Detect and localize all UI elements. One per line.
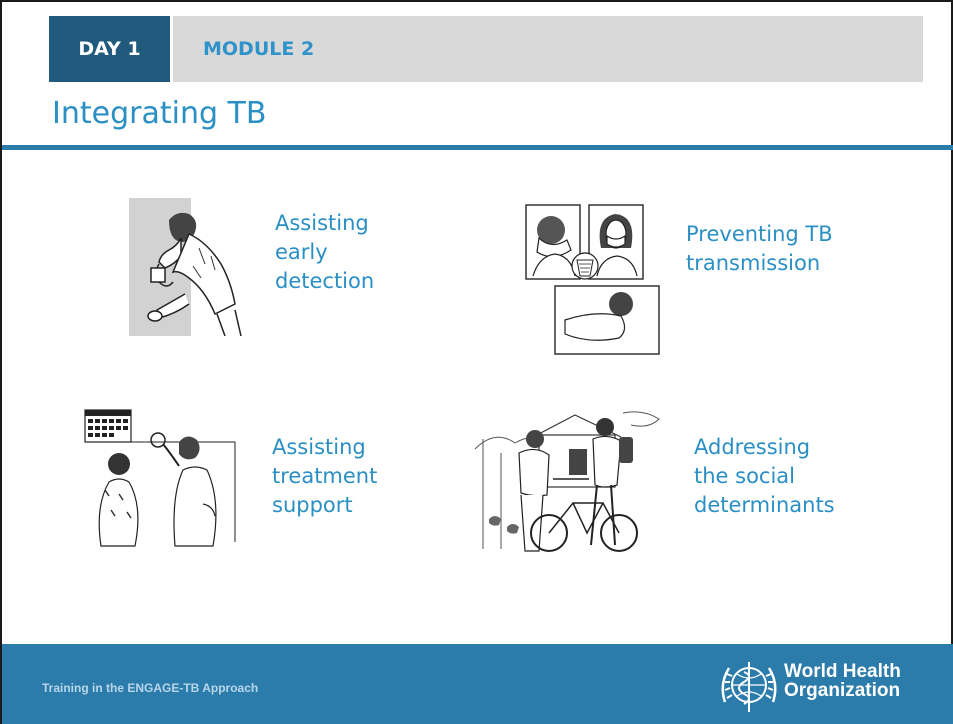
item-label-line: the social [694, 464, 796, 488]
title-divider [2, 145, 953, 150]
item-social-determinants-label: Addressing the social determinants [694, 433, 835, 520]
item-label-line: transmission [686, 251, 821, 275]
item-label-line: Assisting [275, 211, 369, 235]
community-scene-illustration [474, 411, 660, 552]
item-label-line: support [272, 493, 353, 517]
who-wordmark: World Health Organization [784, 662, 901, 700]
who-emblem-icon [721, 662, 777, 712]
item-treatment-support-label: Assisting treatment support [272, 433, 377, 520]
item-label-line: detection [275, 269, 375, 293]
item-label-line: early [275, 240, 328, 264]
coughing-person-illustration [129, 198, 247, 336]
item-label-line: Preventing TB [686, 222, 833, 246]
item-early-detection-label: Assisting early detection [275, 209, 374, 296]
who-wordmark-line: Organization [784, 680, 901, 701]
footer-course-title: Training in the ENGAGE-TB Approach [42, 681, 259, 695]
item-label-line: treatment [272, 464, 378, 488]
module-tab-bar [173, 16, 923, 82]
slide-title: Integrating TB [52, 96, 267, 131]
item-label-line: Assisting [272, 435, 366, 459]
item-label-line: determinants [694, 493, 835, 517]
item-label-line: Addressing [694, 435, 811, 459]
item-prevent-transmission-label: Preventing TB transmission [686, 220, 833, 278]
cough-etiquette-illustration [525, 204, 660, 355]
who-wordmark-line: World Health [784, 661, 901, 682]
day-tab: DAY 1 [49, 16, 170, 82]
module-label: MODULE 2 [203, 38, 315, 60]
footer-band [2, 644, 953, 724]
medication-support-illustration [84, 409, 236, 547]
